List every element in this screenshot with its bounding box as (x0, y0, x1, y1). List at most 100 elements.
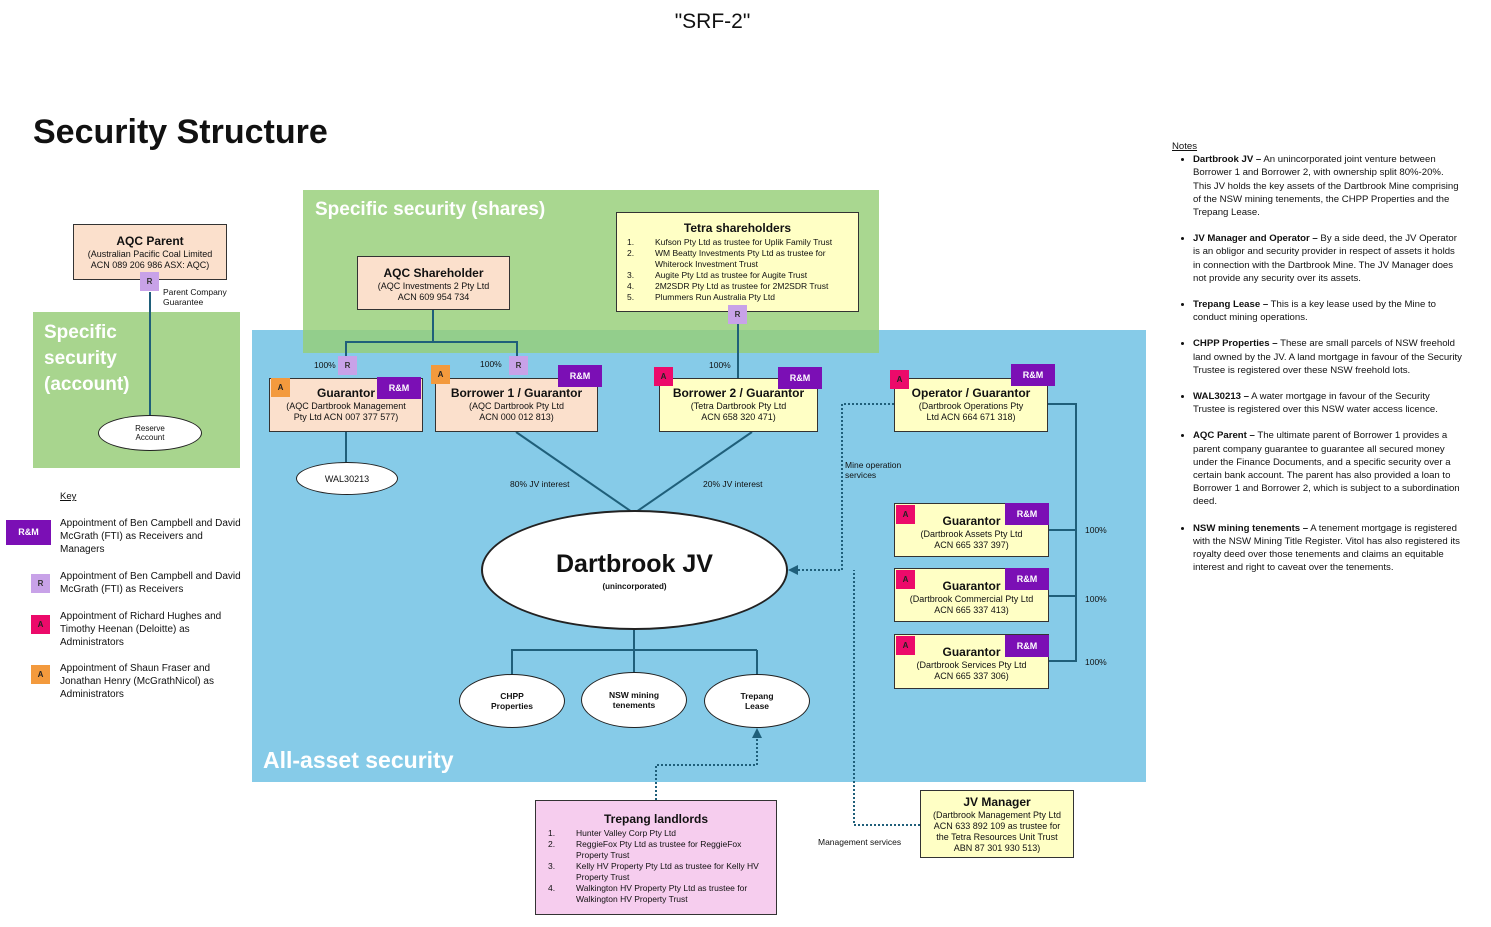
management-services-label: Management services (818, 837, 902, 847)
badge-rm: R&M (377, 377, 421, 399)
list-item: 5.Plummers Run Australia Pty Ltd (627, 292, 775, 302)
badge-r: R (140, 272, 159, 291)
badge-rm: R&M (1005, 568, 1049, 590)
ownership-pct: 100% (1085, 594, 1107, 604)
region-account-label: Specific security (account) (44, 322, 130, 395)
aqc-shareholder-detail: (AQC Investments 2 Pty Ltd ACN 609 954 7… (377, 281, 490, 302)
guarantor-assets-detail: (Dartbrook Assets Pty Ltd ACN 665 337 39… (920, 529, 1023, 550)
guarantor-assets-box: Guarantor (Dartbrook Assets Pty Ltd ACN … (894, 503, 1049, 557)
note-item: AQC Parent – The ultimate parent of Borr… (1193, 429, 1464, 508)
notes-list: Dartbrook JV – An unincorporated joint v… (1172, 153, 1464, 574)
aqc-parent-detail: (Australian Pacific Coal Limited ACN 089… (87, 249, 213, 270)
note-item: NSW mining tenements – A tenement mortga… (1193, 522, 1464, 575)
ownership-pct: 100% (1085, 657, 1107, 667)
badge-a: A (890, 370, 909, 389)
list-item: 2.ReggieFox Pty Ltd as trustee for Reggi… (548, 839, 742, 860)
list-item: 1.Hunter Valley Corp Pty Ltd (548, 828, 676, 838)
borrower2-detail: (Tetra Dartbrook Pty Ltd ACN 658 320 471… (690, 401, 787, 422)
key-a-pink-text: Appointment of Richard Hughes and Timoth… (60, 611, 222, 648)
list-item: 3.Augite Pty Ltd as trustee for Augite T… (627, 270, 808, 280)
dartbrook-jv-name: Dartbrook JV (556, 549, 713, 578)
trepang-landlords-name: Trepang landlords (603, 812, 708, 826)
list-item: 2.WM Beatty Investments Pty Ltd as trust… (627, 248, 826, 269)
wal-oval: WAL30213 (296, 462, 398, 495)
note-item: WAL30213 – A water mortgage in favour of… (1193, 390, 1464, 416)
notes-panel: Notes Dartbrook JV – An unincorporated j… (1172, 140, 1464, 587)
trepang-lease-label: Trepang Lease (740, 691, 774, 711)
operator-box: Operator / Guarantor (Dartbrook Operatio… (894, 378, 1048, 432)
tetra-shareholders-name: Tetra shareholders (683, 221, 792, 235)
dartbrook-jv-oval: Dartbrook JV (unincorporated) (481, 510, 788, 630)
ownership-pct: 100% (480, 359, 502, 369)
aqc-parent-box: AQC Parent (Australian Pacific Coal Limi… (73, 224, 227, 280)
badge-r: R (728, 305, 747, 324)
badge-a: A (896, 505, 915, 524)
nsw-tenements-oval: NSW mining tenements (581, 672, 687, 728)
arrowhead-lease (752, 728, 762, 738)
jv-interest-20: 20% JV interest (703, 479, 763, 489)
trepang-lease-oval: Trepang Lease (704, 674, 810, 728)
aqc-shareholder-name: AQC Shareholder (383, 266, 484, 280)
jv-manager-detail: (Dartbrook Management Pty Ltd ACN 633 89… (932, 810, 1062, 853)
note-item: JV Manager and Operator – By a side deed… (1193, 232, 1464, 285)
note-item: Dartbrook JV – An unincorporated joint v… (1193, 153, 1464, 219)
connector-aqc-shareholder (345, 310, 434, 370)
chpp-oval: CHPP Properties (459, 674, 565, 728)
badge-rm: R&M (558, 365, 602, 387)
guarantor-services-name: Guarantor (942, 645, 1001, 659)
list-item: 4.2M2SDR Pty Ltd as trustee for 2M2SDR T… (627, 281, 829, 291)
list-item: 1.Kufson Pty Ltd as trustee for Uplik Fa… (627, 237, 833, 247)
guarantor-assets-name: Guarantor (942, 514, 1001, 528)
badge-r: R (509, 356, 528, 375)
nsw-tenements-label: NSW mining tenements (608, 690, 660, 710)
parent-guarantee-label: Parent Company Guarantee (163, 287, 227, 307)
ownership-pct: 100% (314, 360, 336, 370)
connector-b1-jv (515, 431, 633, 513)
jv-manager-name: JV Manager (963, 795, 1031, 809)
badge-a: A (431, 365, 450, 384)
ownership-pct: 100% (709, 360, 731, 370)
borrower2-name: Borrower 2 / Guarantor (672, 386, 805, 400)
guarantor-commercial-detail: (Dartbrook Commercial Pty Ltd ACN 665 33… (909, 594, 1034, 615)
document-reference: "SRF-2" (674, 10, 751, 33)
connector-operator-subs (1048, 403, 1077, 662)
badge-rm: R&M (1005, 635, 1049, 657)
badge-r: R (338, 356, 357, 375)
borrower1-box: Borrower 1 / Guarantor (AQC Dartbrook Pt… (435, 378, 598, 432)
guarantor-commercial-name: Guarantor (942, 579, 1001, 593)
key-badge-r: R (31, 574, 50, 593)
badge-a: A (896, 636, 915, 655)
jv-manager-box: JV Manager (Dartbrook Management Pty Ltd… (920, 790, 1074, 858)
key-badge-a-orange: A (31, 665, 50, 684)
badge-rm: R&M (1011, 364, 1055, 386)
jv-interest-80: 80% JV interest (510, 479, 570, 489)
key-a-orange-text: Appointment of Shaun Fraser and Jonathan… (60, 663, 214, 700)
mine-operation-services-label: Mine operation services (845, 460, 902, 480)
key-badge-rm: R&M (6, 520, 51, 545)
borrower1-detail: (AQC Dartbrook Pty Ltd ACN 000 012 813) (468, 401, 565, 422)
connector-landlords-lease (655, 738, 758, 800)
region-all-asset-label: All-asset security (263, 747, 454, 773)
key-r-text: Appointment of Ben Campbell and David Mc… (60, 571, 241, 595)
dartbrook-jv-sub: (unincorporated) (602, 581, 667, 591)
list-item: 4.Walkington HV Property Pty Ltd as trus… (548, 883, 748, 904)
reserve-account-oval: Reserve Account (98, 415, 202, 451)
trepang-landlords-box: Trepang landlords 1.Hunter Valley Corp P… (535, 800, 777, 915)
badge-a: A (896, 570, 915, 589)
badge-a: A (654, 367, 673, 386)
badge-rm: R&M (1005, 503, 1049, 525)
arrowhead-jv (788, 565, 798, 575)
chpp-label: CHPP Properties (490, 691, 534, 711)
ownership-pct: 100% (1085, 525, 1107, 535)
list-item: 3.Kelly HV Property Pty Ltd as trustee f… (548, 861, 759, 882)
guarantor-mgmt-name: Guarantor (316, 386, 375, 400)
guarantor-mgmt-detail: (AQC Dartbrook Management Pty Ltd ACN 00… (286, 401, 406, 422)
reserve-account-label: Reserve Account (135, 424, 165, 442)
connector-mine-ops (796, 403, 894, 571)
trepang-landlords-list: 1.Hunter Valley Corp Pty Ltd 2.ReggieFox… (548, 828, 764, 905)
note-item: CHPP Properties – These are small parcel… (1193, 337, 1464, 377)
connector-mgmt-services (853, 570, 920, 826)
borrower1-name: Borrower 1 / Guarantor (450, 386, 583, 400)
notes-heading: Notes (1172, 141, 1198, 152)
note-item: Trepang Lease – This is a key lease used… (1193, 298, 1464, 324)
